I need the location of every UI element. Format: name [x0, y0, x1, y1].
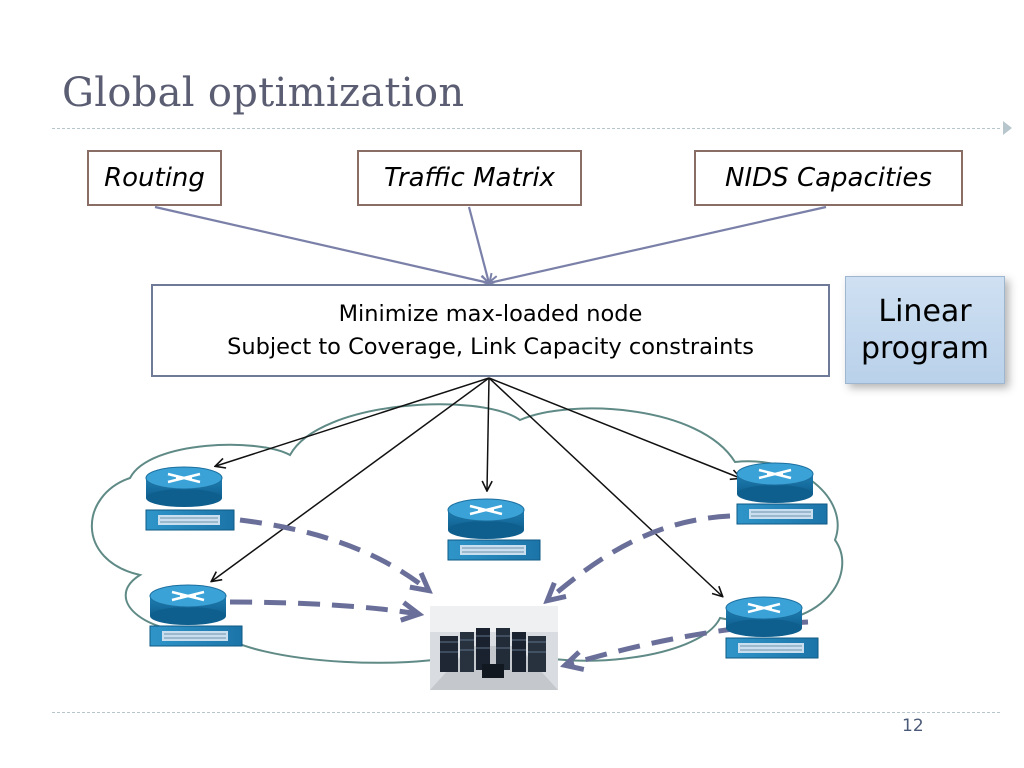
slide-title: Global optimization	[62, 70, 465, 116]
linear-program-badge: Linear program	[845, 276, 1005, 384]
badge-line-2: program	[860, 331, 990, 366]
feed-arrow-traffic	[467, 206, 489, 283]
optimization-box: Minimize max-loaded node Subject to Cove…	[151, 284, 830, 377]
routing-input-box: Routing	[87, 150, 222, 206]
router-icon	[149, 584, 243, 647]
bullet-triangle-icon	[1003, 121, 1012, 135]
router-icon	[725, 596, 819, 659]
assign-arrow-top-left	[216, 377, 490, 466]
nids-capacities-input-box: NIDS Capacities	[694, 150, 963, 206]
traffic-matrix-input-box: Traffic Matrix	[357, 150, 582, 206]
router-icon	[145, 466, 235, 531]
feed-arrow-nids	[489, 205, 827, 283]
router-icon	[447, 498, 541, 561]
feed-arrow-routing	[154, 205, 489, 283]
title-divider	[52, 128, 1000, 129]
router-icon	[736, 462, 828, 525]
network-cloud	[90, 403, 844, 664]
assign-arrow-center	[487, 377, 489, 490]
nids-capacities-label: NIDS Capacities	[725, 163, 932, 193]
traffic-matrix-label: Traffic Matrix	[384, 163, 555, 193]
assign-arrow-bottom-left	[212, 377, 490, 581]
offload-arrow-top-left	[239, 517, 428, 590]
objective-text: Minimize max-loaded node	[338, 300, 643, 327]
footer-divider	[52, 712, 1000, 713]
constraints-text: Subject to Coverage, Link Capacity const…	[227, 333, 754, 360]
badge-line-1: Linear	[878, 293, 972, 329]
assign-arrow-bottom-right	[488, 377, 722, 596]
offload-arrow-top-right	[548, 513, 731, 600]
datacenter-icon	[430, 606, 558, 690]
routing-label: Routing	[104, 163, 205, 193]
offload-arrow-bottom-left	[229, 599, 418, 614]
page-number: 12	[902, 716, 924, 736]
assign-arrow-top-right	[488, 377, 740, 478]
